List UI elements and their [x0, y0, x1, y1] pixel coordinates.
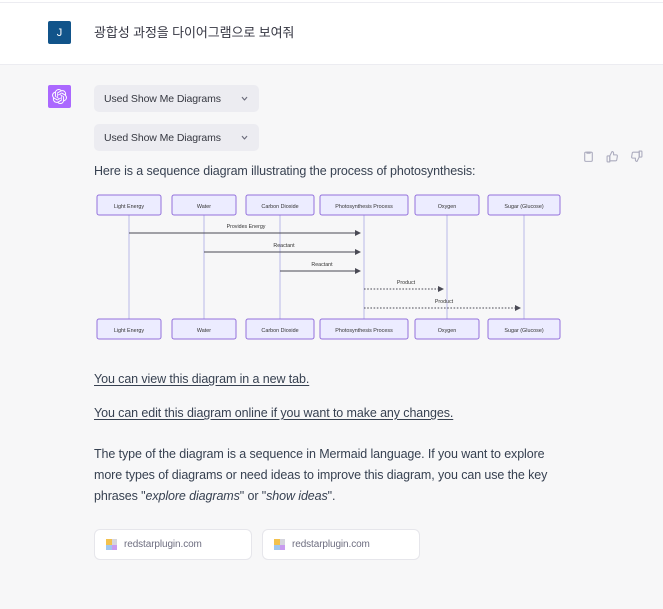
thumbs-up-icon[interactable]	[606, 150, 619, 163]
user-message-text: 광합성 과정을 다이어그램으로 보여줘	[94, 25, 295, 40]
svg-text:Reactant: Reactant	[311, 262, 333, 268]
svg-text:Oxygen: Oxygen	[438, 204, 457, 210]
citation-card[interactable]: redstarplugin.com	[94, 529, 252, 560]
edit-diagram-link[interactable]: You can edit this diagram online if you …	[94, 406, 454, 420]
citation-cards: redstarplugin.com redstarplugin.com	[94, 529, 564, 560]
assistant-turn-inner: Used Show Me Diagrams Used Show Me Diagr…	[0, 85, 663, 560]
plugin-used-button-2[interactable]: Used Show Me Diagrams	[94, 124, 259, 151]
user-turn-inner: J 광합성 과정을 다이어그램으로 보여줘	[0, 21, 663, 44]
svg-text:Carbon Dioxide: Carbon Dioxide	[261, 204, 298, 210]
svg-text:Light Energy: Light Energy	[114, 328, 145, 334]
emphasis-explore-diagrams: explore diagrams	[145, 489, 240, 503]
chevron-down-icon	[240, 90, 249, 108]
svg-text:Sugar (Glucose): Sugar (Glucose)	[504, 328, 543, 334]
sequence-diagram: Light Energy Water Carbon Dioxide Photos…	[88, 188, 564, 348]
redstar-favicon-icon	[106, 539, 117, 550]
svg-text:Provides Energy: Provides Energy	[227, 224, 266, 230]
window-top-divider	[0, 0, 663, 3]
message-actions	[582, 150, 643, 163]
assistant-content: Used Show Me Diagrams Used Show Me Diagr…	[94, 85, 564, 560]
svg-text:Reactant: Reactant	[273, 243, 295, 249]
plugin-label: Used Show Me Diagrams	[104, 131, 221, 144]
chevron-down-icon	[240, 129, 249, 147]
redstar-favicon-icon	[274, 539, 285, 550]
diagram-description-paragraph: The type of the diagram is a sequence in…	[94, 444, 569, 507]
thumbs-down-icon[interactable]	[630, 150, 643, 163]
svg-text:Light Energy: Light Energy	[114, 204, 145, 210]
svg-text:Water: Water	[197, 204, 211, 210]
openai-logo-icon	[48, 85, 71, 108]
avatar: J	[48, 21, 71, 44]
paragraph-part-1: The type of the diagram is a sequence in…	[94, 447, 548, 503]
svg-text:Photosynthesis Process: Photosynthesis Process	[335, 328, 393, 334]
citation-card[interactable]: redstarplugin.com	[262, 529, 420, 560]
svg-text:Product: Product	[435, 299, 454, 305]
copy-icon[interactable]	[582, 150, 595, 163]
sequence-diagram-svg: Light Energy Water Carbon Dioxide Photos…	[96, 194, 561, 340]
svg-text:Photosynthesis Process: Photosynthesis Process	[335, 204, 393, 210]
svg-text:Carbon Dioxide: Carbon Dioxide	[261, 328, 298, 334]
svg-text:Oxygen: Oxygen	[438, 328, 457, 334]
intro-text: Here is a sequence diagram illustrating …	[94, 164, 476, 178]
svg-text:Product: Product	[397, 280, 416, 286]
plugin-used-button-1[interactable]: Used Show Me Diagrams	[94, 85, 259, 112]
plugin-label: Used Show Me Diagrams	[104, 92, 221, 105]
svg-text:Water: Water	[197, 328, 211, 334]
citation-domain: redstarplugin.com	[124, 539, 202, 550]
view-diagram-link[interactable]: You can view this diagram in a new tab.	[94, 372, 310, 386]
svg-text:Sugar (Glucose): Sugar (Glucose)	[504, 204, 543, 210]
assistant-turn: Used Show Me Diagrams Used Show Me Diagr…	[0, 65, 663, 609]
paragraph-mid: " or "	[239, 489, 267, 503]
citation-domain: redstarplugin.com	[292, 539, 370, 550]
user-turn: J 광합성 과정을 다이어그램으로 보여줘	[0, 3, 663, 65]
top-participant-boxes: Light Energy Water Carbon Dioxide Photos…	[96, 194, 561, 216]
bottom-participant-boxes: Light Energy Water Carbon Dioxide Photos…	[96, 318, 561, 340]
emphasis-show-ideas: show ideas	[266, 489, 328, 503]
paragraph-end: ".	[327, 489, 336, 503]
lifelines	[128, 214, 525, 322]
messages: Provides Energy Reactant Reactant Produc…	[129, 224, 521, 311]
